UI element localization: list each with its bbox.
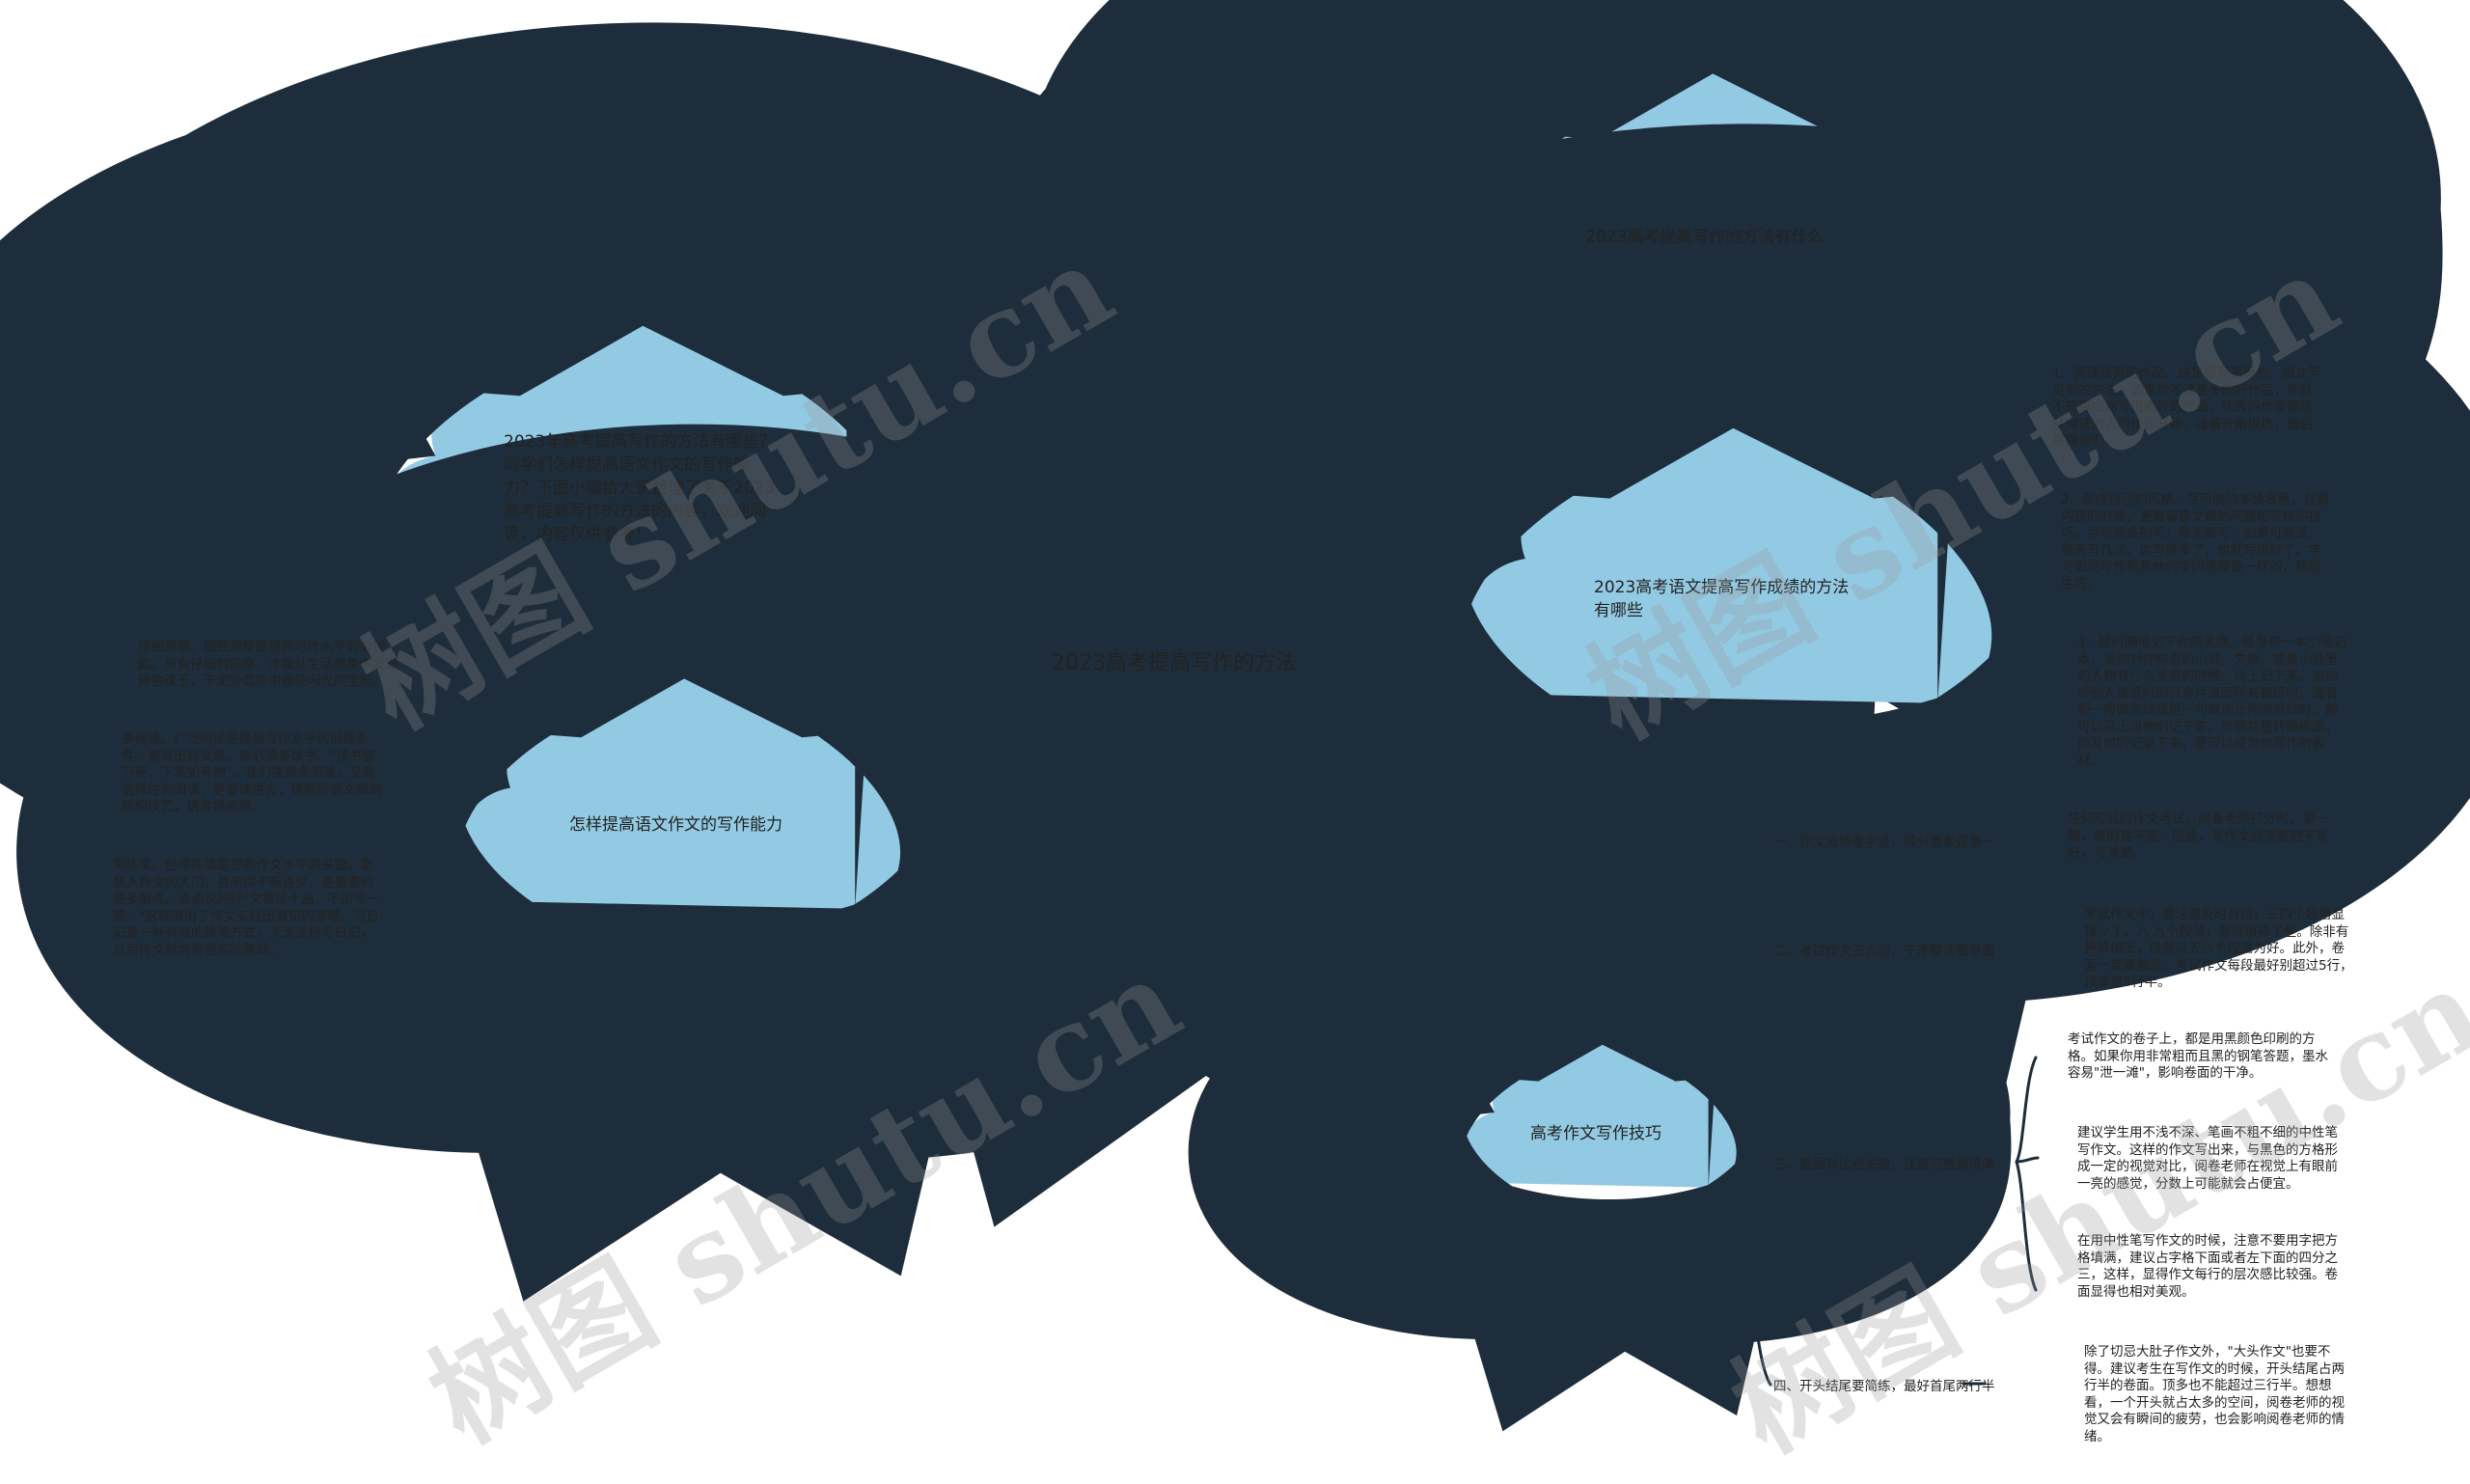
skill-label-3[interactable]: 三、卷面对比也关键，注意方格莫填满 (1773, 1157, 1995, 1172)
grade-item-1: 1、阅读优秀的作品。这是显而易见的，但立竿见影的方法。如果你不读更多的好作品，你… (2052, 366, 2321, 449)
topic-skills[interactable]: 高考作文写作技巧 (1530, 1124, 1661, 1143)
cloud-ability (458, 676, 901, 909)
skill-1-detail: 任何形式的作文考试，阅卷老师打分时，第一眼，看的是字迹。因此，写作文必须要把字写… (2068, 811, 2328, 861)
ability-item-1: 仔细观察。细致观察是提高写作水平的金钥匙。只有仔细的观察，才能从生活想象中发现碎… (138, 640, 398, 689)
topic-what[interactable]: 2023高考提高写作的方法有什么 (1585, 228, 1825, 247)
skill-label-4[interactable]: 四、开头结尾要简练，最好首尾两行半 (1773, 1379, 1995, 1394)
topic-grade[interactable]: 2023高考语文提高写作成绩的方法有哪些 (1594, 578, 1850, 620)
cloud-grade (1463, 425, 1993, 702)
skill-2-detail: 考试作文中，要注意及时分段，三四个段落显得少了，八 九个段落，显得琐碎了些。除非… (2084, 907, 2353, 990)
skill-3-detail-1: 考试作文的卷子上，都是用黑颜色印刷的方格。如果你用非常粗而且黑的钢笔答题，墨水容… (2068, 1031, 2328, 1081)
connector-skill-3 (2015, 1056, 2040, 1292)
center-topic[interactable]: 2023高考提高写作的方法 (1052, 651, 1297, 675)
ability-item-2: 多阅读。广泛阅读是提高写作水平的前提条件。要写出好文章，就必须多读书。"读书破万… (122, 731, 382, 814)
skill-3-detail-2: 建议学生用不浅不深、笔画不粗不细的中性笔写作文。这样的作文写出来，与黑色的方格形… (2077, 1125, 2338, 1192)
skill-3-detail-3: 在用中性笔写作文的时候，注意不要用字把方格填满，建议占字格下面或者左下面的四分之… (2077, 1233, 2338, 1300)
cloud-skills (1463, 1043, 1738, 1188)
grade-item-2: 2、形成自己的风格。尽可能的多读名著，在看内容的时候，更要留意文章的问题和写作的… (2061, 492, 2330, 592)
skill-label-2[interactable]: 二、考试作文五六段，干净整洁看卷面 (1773, 944, 1995, 959)
topic-intro[interactable]: 2023年高考提高写作的方法有哪些？同学们怎样提高语文作文的写作能力？下面小编给… (504, 432, 776, 544)
topic-ability[interactable]: 怎样提高语文作文的写作能力 (569, 815, 782, 835)
skill-label-1[interactable]: 一、作文成绩看字迹，得分要素是第一 (1773, 835, 1995, 850)
grade-item-3: 3、随时随地记下你的灵感。随身带一本小笔记本，当你对你构思的小说，文章，或是小说… (2077, 635, 2346, 769)
skill-4-detail: 除了切忌大肚子作文外，"大头作文"也要不得。建议考生在写作文的时候，开头结尾占两… (2084, 1344, 2345, 1444)
ability-item-3: 常练笔。经常练笔是提高作文水平的关键。要想入作文的大门，并求得不断进步，更重要的… (113, 858, 380, 958)
